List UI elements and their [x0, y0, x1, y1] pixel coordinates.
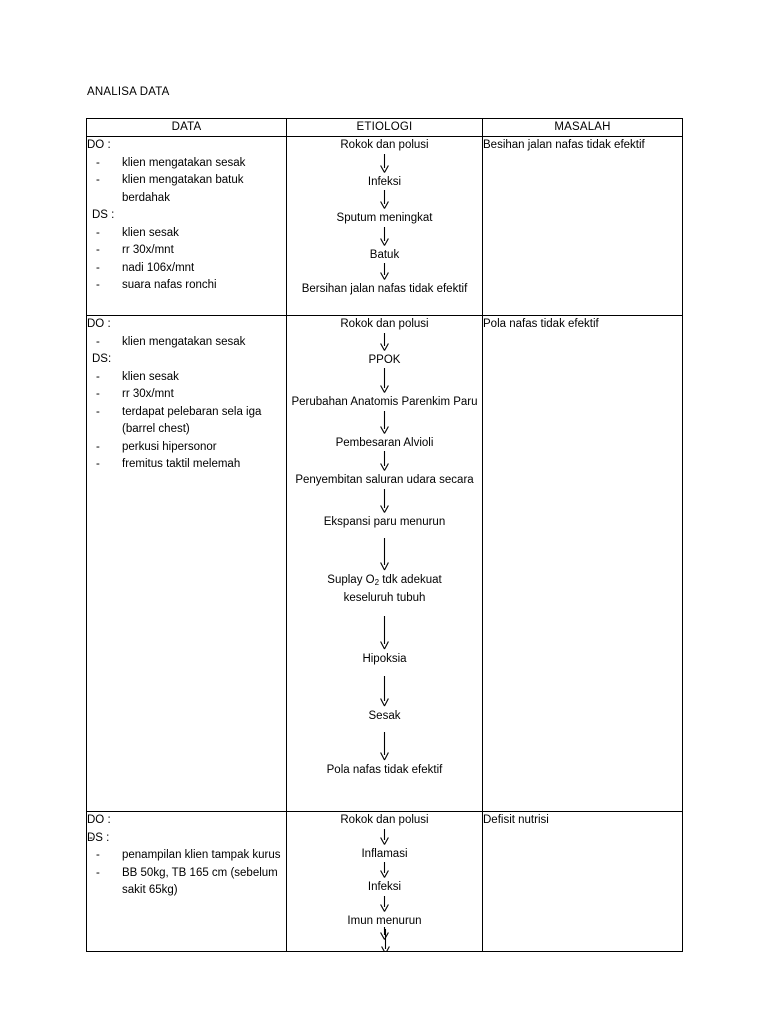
down-arrow-icon [288, 153, 482, 174]
table-row: DO : DS : penampilan klien tampak kurus … [86, 811, 683, 952]
table-header-row: DATA ETIOLOGI MASALAH [86, 118, 683, 137]
down-arrow-icon [288, 190, 482, 210]
flow-node: Rokok dan polusi [340, 318, 429, 330]
ds-label: DS : [92, 209, 115, 221]
column-header-data: DATA [86, 118, 287, 137]
masalah-text: Besihan jalan nafas tidak efektif [483, 139, 645, 151]
flow-node: Imun menurun [347, 914, 422, 927]
data-cell-row-1: DO : klien mengatakan sesak klien mengat… [86, 136, 287, 316]
down-arrow-icon [288, 368, 482, 394]
do-label: DO : [87, 318, 111, 330]
list-item: penampilan klien tampak kurus [88, 847, 286, 865]
masalah-text: Pola nafas tidak efektif [483, 318, 599, 330]
ds-label: DS : [87, 831, 110, 844]
data-cell-row-3: DO : DS : penampilan klien tampak kurus … [86, 811, 287, 952]
list-item: nadi 106x/mnt [88, 260, 286, 278]
column-header-masalah: MASALAH [482, 118, 683, 137]
list-item: klien mengatakan batuk berdahak [88, 172, 286, 207]
list-item: BB 50kg, TB 165 cm (sebelum sakit 65kg) [88, 865, 286, 900]
analysis-table: DATA ETIOLOGI MASALAH DO : klien mengata… [86, 118, 683, 952]
list-item: rr 30x/mnt [88, 242, 286, 260]
flow-node: Perubahan Anatomis Parenkim Paru [291, 396, 478, 408]
down-arrow-icon [288, 332, 482, 352]
do-item-list: klien mengatakan sesak [88, 334, 286, 352]
down-arrow-icon [288, 828, 482, 846]
do-label: DO : [87, 139, 111, 151]
list-item: rr 30x/mnt [88, 386, 286, 404]
down-arrow-icon [288, 895, 482, 913]
flow-node: Bersihan jalan nafas tidak efektif [301, 283, 468, 295]
flow-node: Inflamasi [361, 847, 408, 860]
overflow-arrow-tip [380, 927, 389, 940]
flow-node: Infeksi [367, 881, 402, 893]
list-item: klien mengatakan sesak [88, 155, 286, 173]
ds-item-list: klien sesak rr 30x/mnt terdapat pelebara… [88, 369, 286, 474]
down-arrow-icon [288, 226, 482, 247]
down-arrow-icon [288, 724, 482, 762]
column-header-etiologi: ETIOLOGI [286, 118, 483, 137]
flow-node: Rokok dan polusi [340, 139, 429, 151]
list-item: klien mengatakan sesak [88, 334, 286, 352]
do-item-list: klien mengatakan sesak klien mengatakan … [88, 155, 286, 208]
flow-node: Penyembitan saluran udara secara [295, 474, 474, 486]
list-item: perkusi hipersonor [88, 439, 286, 457]
subscript-2: 2 [374, 578, 380, 587]
ds-item-list: klien sesak rr 30x/mnt nadi 106x/mnt sua… [88, 225, 286, 295]
flow-node: Sputum meningkat [336, 212, 433, 224]
list-item: klien sesak [88, 225, 286, 243]
down-arrow-icon [288, 451, 482, 472]
flow-node-suplay: Suplay O2 tdk adekuat keseluruh tubuh [327, 574, 442, 604]
flow-node: Sesak [368, 709, 401, 722]
down-arrow-icon [288, 606, 482, 651]
data-cell-row-2: DO : klien mengatakan sesak DS: klien se… [86, 315, 287, 812]
flow-node: Rokok dan polusi [340, 814, 429, 826]
down-arrow-icon [288, 488, 482, 514]
masalah-cell-row-2: Pola nafas tidak efektif [482, 315, 683, 812]
flow-node: Ekspansi paru menurun [323, 515, 446, 528]
flow-node: PPOK [368, 353, 401, 366]
list-item: klien sesak [88, 369, 286, 387]
masalah-text: Defisit nutrisi [483, 814, 549, 826]
list-item: suara nafas ronchi [88, 277, 286, 295]
down-arrow-icon [288, 263, 482, 281]
masalah-cell-row-1: Besihan jalan nafas tidak efektif [482, 136, 683, 316]
do-label: DO : [87, 814, 111, 826]
etiologi-cell-row-2: Rokok dan polusi PPOK Perubahan Anatomis… [286, 315, 483, 812]
ds-label: DS: [92, 353, 112, 365]
down-arrow-icon [288, 862, 482, 879]
down-arrow-icon [288, 530, 482, 572]
flow-node: Pembesaran Alvioli [335, 436, 434, 449]
down-arrow-icon [288, 410, 482, 435]
down-arrow-icon [288, 668, 482, 708]
list-item: fremitus taktil melemah [88, 456, 286, 474]
flow-node: Pola nafas tidak efektif [326, 764, 443, 776]
flow-node: Hipoksia [362, 653, 407, 665]
masalah-cell-row-3: Defisit nutrisi [482, 811, 683, 952]
list-item: terdapat pelebaran sela iga (barrel ches… [88, 404, 286, 439]
ds-item-list: penampilan klien tampak kurus BB 50kg, T… [88, 847, 286, 900]
etiologi-cell-row-1: Rokok dan polusi Infeksi Sputum meningka… [286, 136, 483, 316]
table-row: DO : klien mengatakan sesak klien mengat… [86, 136, 683, 316]
flow-node: Batuk [369, 248, 400, 261]
flow-node: Infeksi [367, 175, 402, 188]
page-title: ANALISA DATA [87, 86, 170, 98]
table-row: DO : klien mengatakan sesak DS: klien se… [86, 315, 683, 812]
